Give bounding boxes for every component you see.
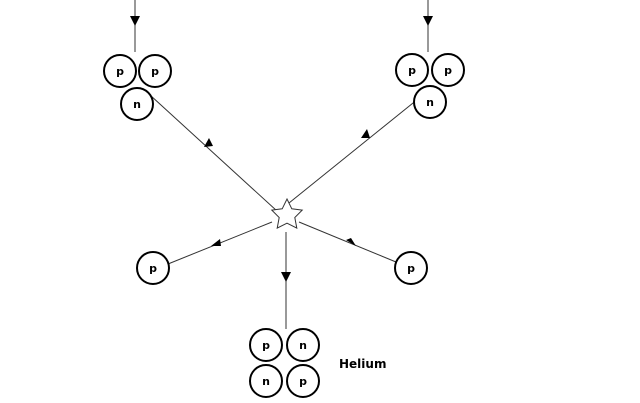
arrow-down-right-top <box>423 16 433 26</box>
line-right-he3-to-star <box>288 98 419 204</box>
proton-ball: p <box>103 54 137 88</box>
helium-label: Helium <box>339 357 386 371</box>
proton-ball: p <box>395 53 429 87</box>
arrow-to-right-proton <box>346 238 356 246</box>
neutron-label: n <box>133 98 141 111</box>
helium3-nucleus-right: p p n <box>395 53 465 119</box>
proton-label: p <box>149 262 157 275</box>
neutron-ball: n <box>249 364 283 398</box>
proton-ball: p <box>286 364 320 398</box>
released-proton-right: p <box>394 251 428 285</box>
proton-label: p <box>408 64 416 77</box>
neutron-label: n <box>426 96 434 109</box>
neutron-ball: n <box>413 85 447 119</box>
proton-label: p <box>116 65 124 78</box>
proton-label: p <box>262 339 270 352</box>
helium4-nucleus: p n n p <box>249 328 320 398</box>
line-star-to-right-proton <box>298 221 397 263</box>
proton-label: p <box>151 65 159 78</box>
proton-ball: p <box>431 53 465 87</box>
arrow-left-he3 <box>204 138 213 147</box>
proton-ball: p <box>138 54 172 88</box>
released-proton-left: p <box>136 251 170 285</box>
neutron-label: n <box>299 339 307 352</box>
collision-star-icon <box>270 197 304 229</box>
proton-label: p <box>299 375 307 388</box>
arrowheads <box>130 16 433 282</box>
line-left-he3-to-star <box>149 94 278 212</box>
neutron-label: n <box>262 375 270 388</box>
reaction-lines <box>134 0 429 329</box>
arrow-down-left-top <box>130 16 140 26</box>
proton-ball: p <box>249 328 283 362</box>
proton-label: p <box>444 64 452 77</box>
neutron-ball: n <box>120 87 154 121</box>
arrow-to-left-proton <box>211 239 221 246</box>
neutron-ball: n <box>286 328 320 362</box>
arrow-to-helium <box>281 272 291 282</box>
proton-label: p <box>407 262 415 275</box>
helium3-nucleus-left: p p n <box>103 54 172 121</box>
arrow-right-he3 <box>361 129 370 138</box>
